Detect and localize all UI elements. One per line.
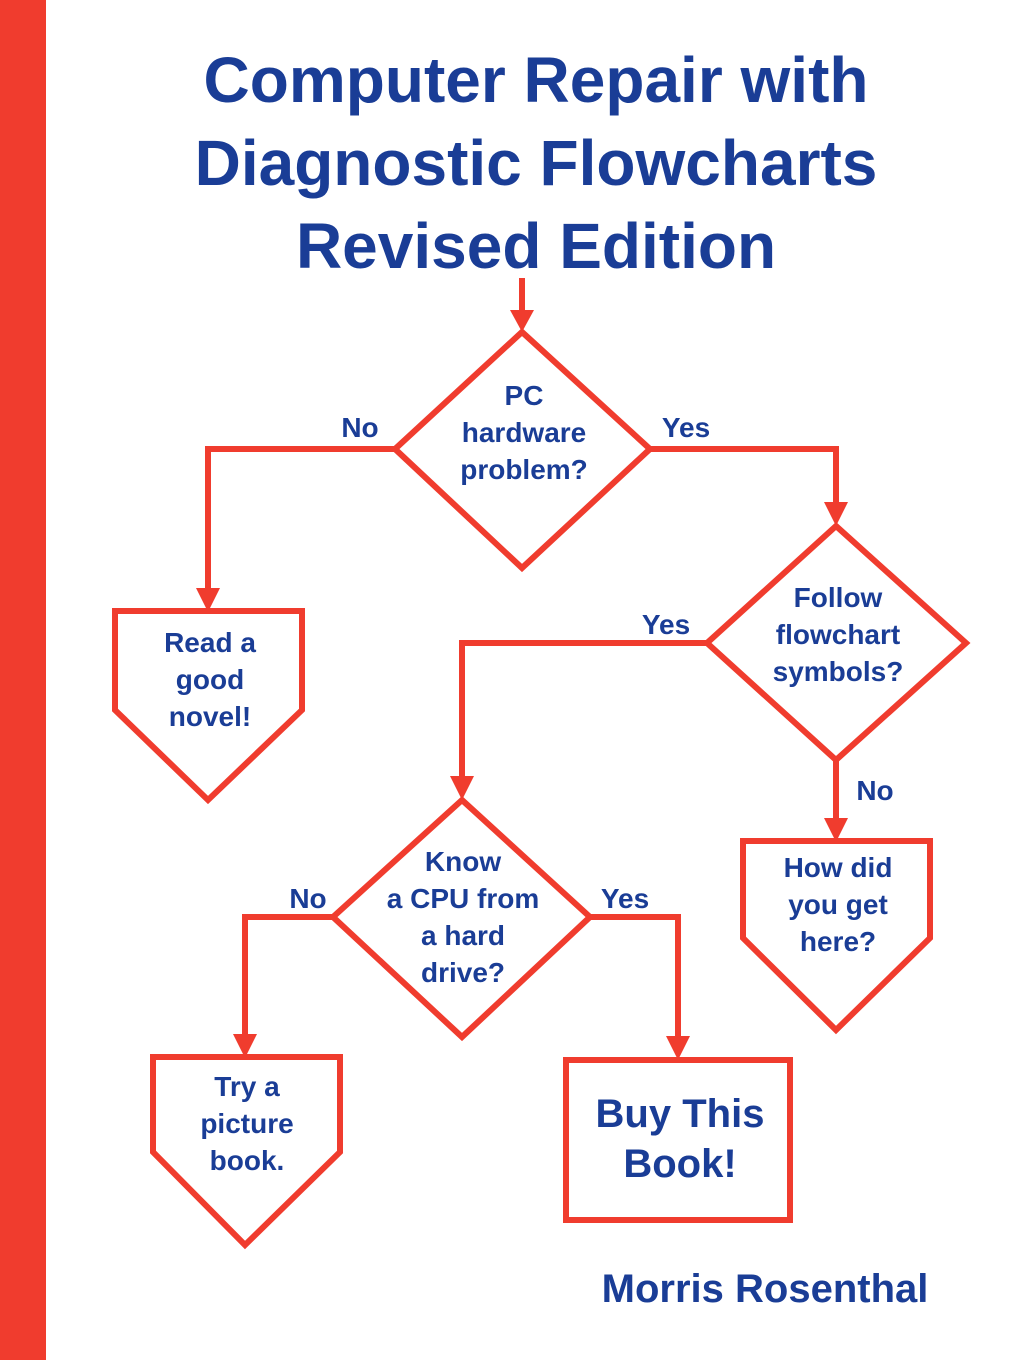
q3-no-label: No — [289, 883, 326, 914]
q2-yes-line — [459, 640, 707, 784]
title-line-2: Diagnostic Flowcharts — [195, 127, 878, 199]
arrowhead — [233, 1034, 257, 1058]
node-text: picture — [200, 1108, 293, 1139]
result-try-a-picture-book: Try a picture book. — [150, 1054, 343, 1250]
q3-no-line — [242, 914, 333, 1040]
arrowhead — [510, 310, 534, 332]
node-text: Read a — [164, 627, 256, 658]
q1-yes-label: Yes — [662, 412, 710, 443]
node-text: Know — [425, 846, 501, 877]
node-text: book. — [210, 1145, 285, 1176]
connectors — [196, 278, 848, 1060]
node-text: Try a — [214, 1071, 280, 1102]
decision-pc-hardware-problem: PC hardware problem? — [390, 327, 655, 573]
red-spine-bar — [0, 0, 46, 1360]
node-text: a hard — [421, 920, 505, 951]
arrowhead — [196, 588, 220, 612]
q1-no-label: No — [341, 412, 378, 443]
node-text: flowchart — [776, 619, 900, 650]
node-text: problem? — [460, 454, 588, 485]
title-line-3: Revised Edition — [296, 210, 776, 282]
arrowhead — [666, 1036, 690, 1060]
q2-yes-label: Yes — [642, 609, 690, 640]
decision-know-cpu-from-hard-drive: Know a CPU from a hard drive? — [328, 795, 595, 1042]
node-text: a CPU from — [387, 883, 539, 914]
node-text: PC — [505, 380, 544, 411]
title-line-1: Computer Repair with — [204, 44, 869, 116]
result-how-did-you-get-here: How did you get here? — [740, 838, 933, 1035]
node-text: How did — [784, 852, 893, 883]
q1-no-line — [205, 446, 395, 596]
q3-yes-line — [590, 914, 681, 1042]
author-name: Morris Rosenthal — [602, 1267, 929, 1311]
node-text: novel! — [169, 701, 251, 732]
q1-yes-line — [650, 446, 839, 510]
node-text: Follow — [794, 582, 883, 613]
q2-no-label: No — [856, 775, 893, 806]
arrowhead — [824, 502, 848, 526]
node-text: you get — [788, 889, 888, 920]
node-text: drive? — [421, 957, 505, 988]
arrowhead — [824, 818, 848, 842]
node-text: hardware — [462, 417, 587, 448]
node-text: good — [176, 664, 244, 695]
decision-follow-flowchart-symbols: Follow flowchart symbols? — [702, 521, 971, 765]
q3-yes-label: Yes — [601, 883, 649, 914]
node-text: Book! — [623, 1142, 736, 1186]
result-read-a-good-novel: Read a good novel! — [112, 608, 305, 805]
arrowhead — [450, 776, 474, 800]
node-text: symbols? — [773, 656, 904, 687]
node-text: Buy This — [596, 1092, 765, 1136]
result-buy-this-book: Buy This Book! — [563, 1057, 793, 1223]
node-text: here? — [800, 926, 876, 957]
